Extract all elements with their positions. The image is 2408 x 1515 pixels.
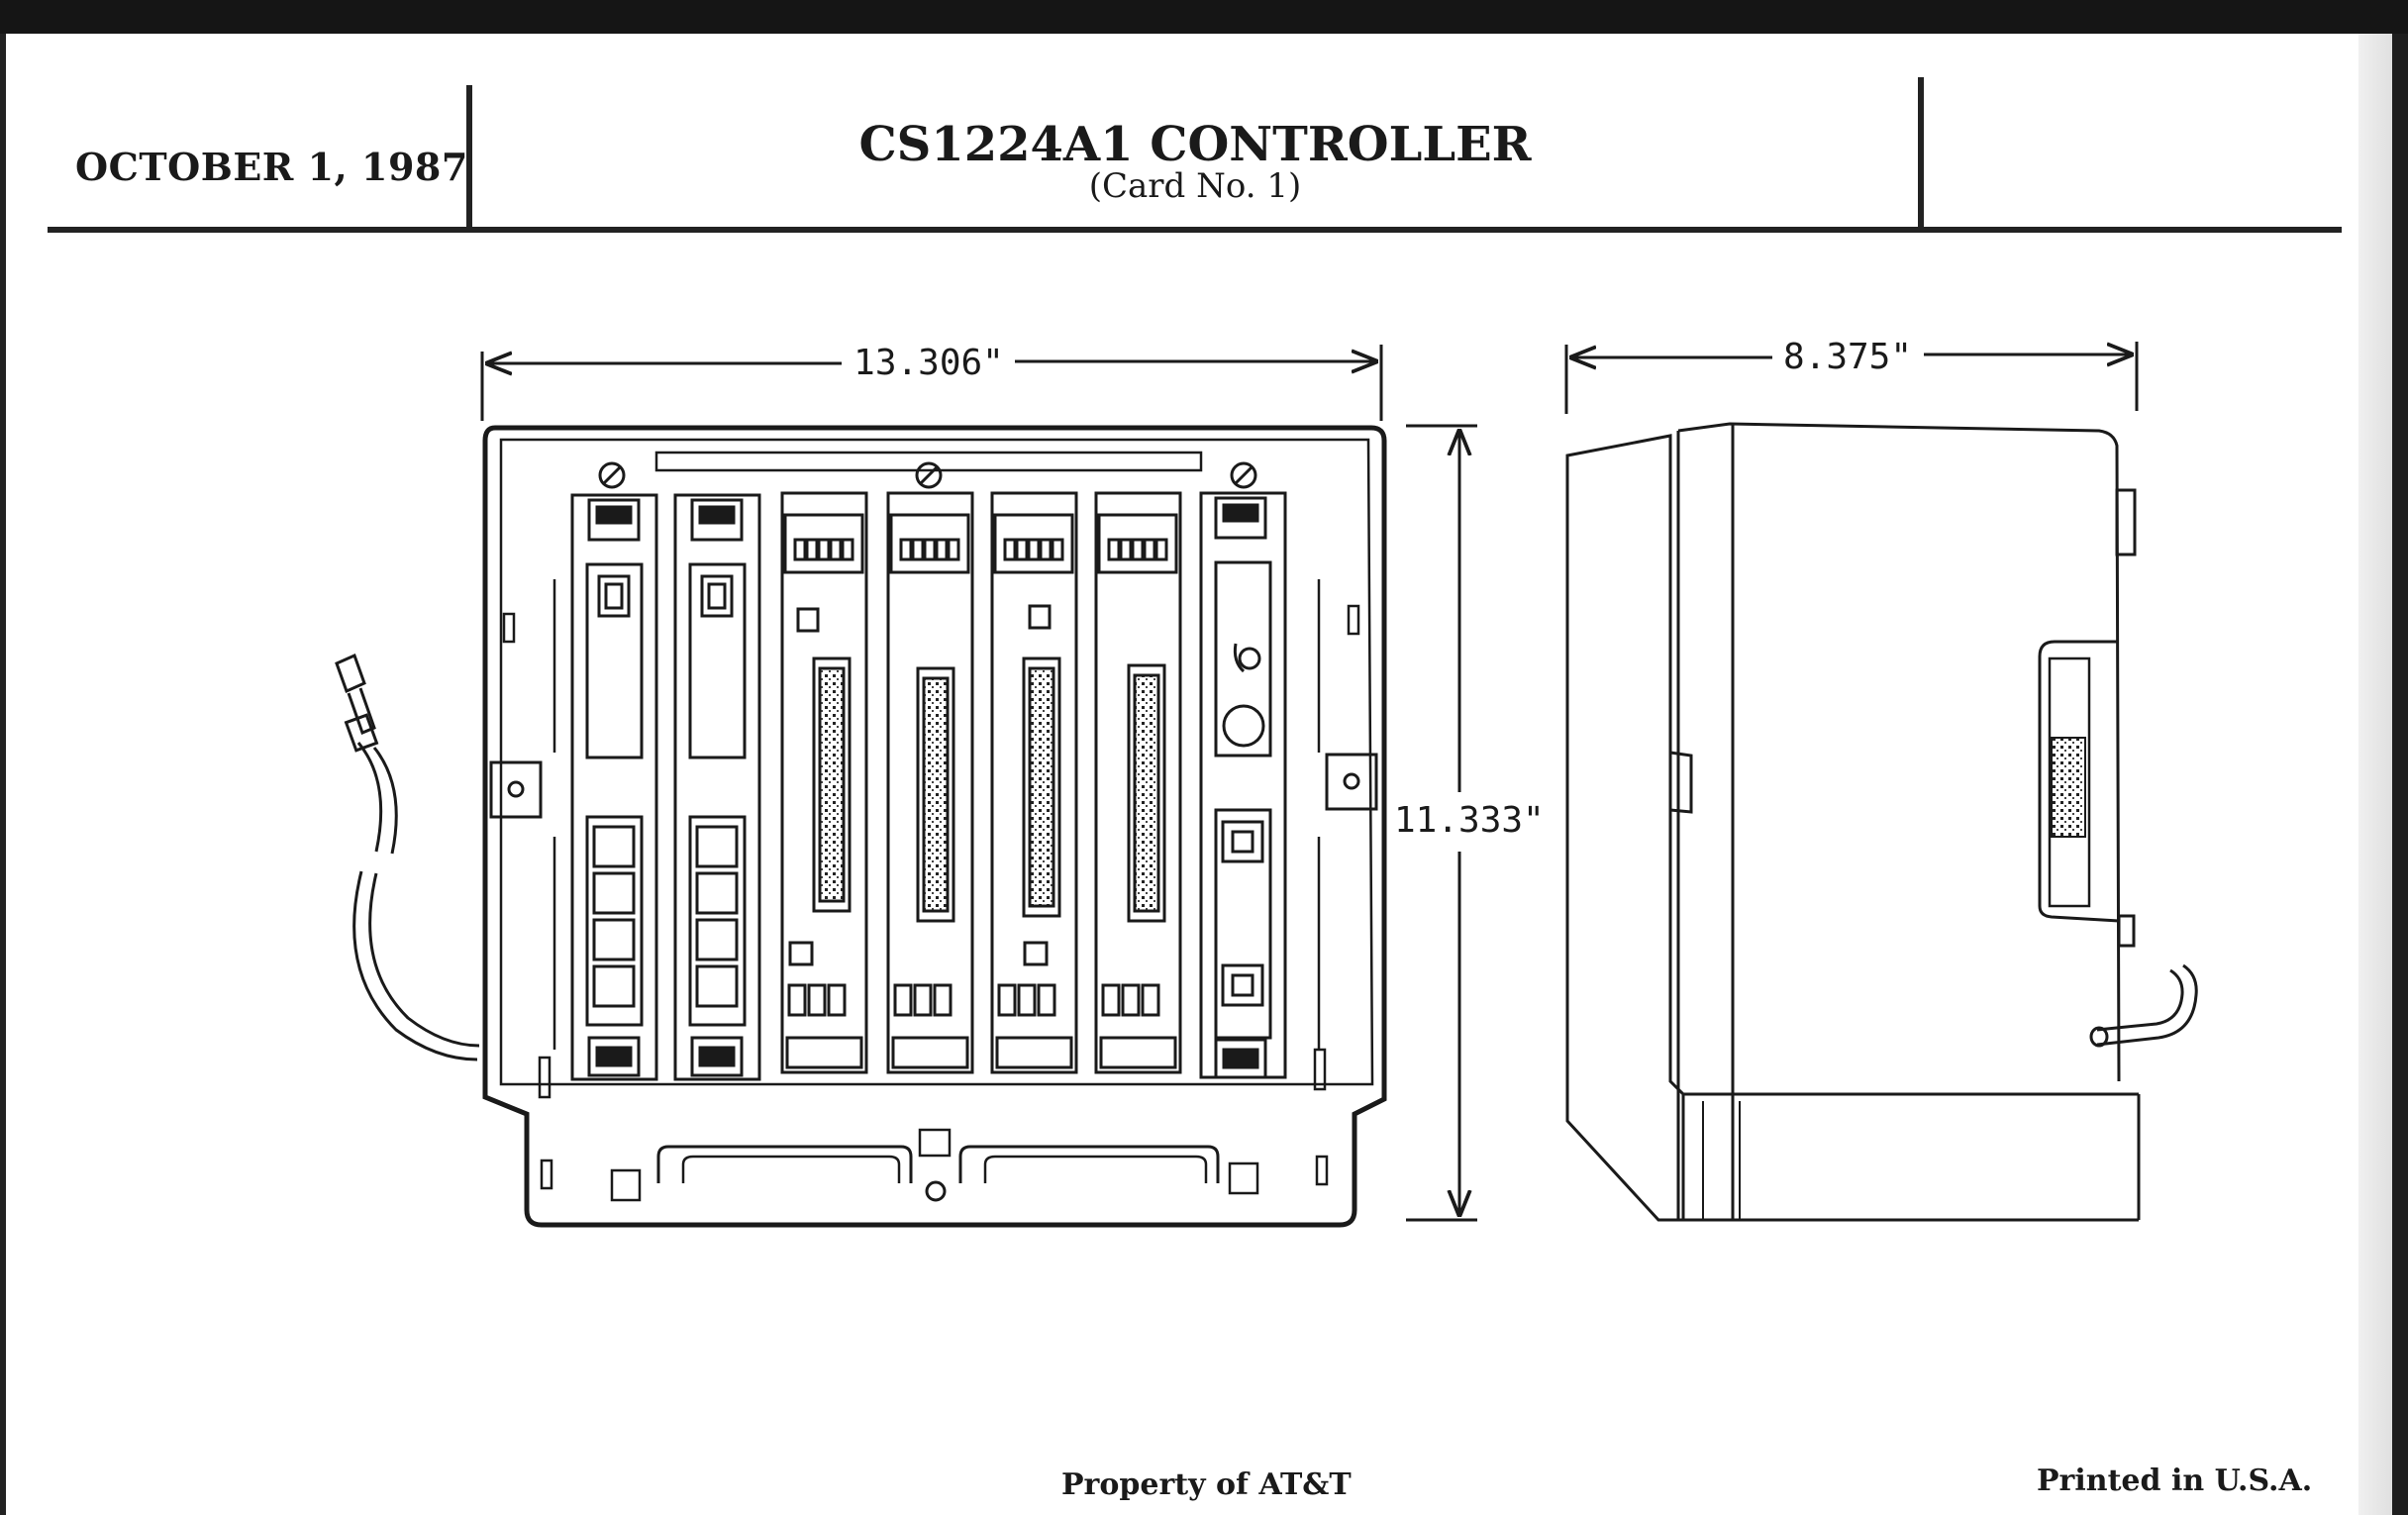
screw-icon [1230,461,1257,489]
circuit-card-5 [990,491,1078,1074]
document-title: CS1224A1 CONTROLLER [858,117,1532,172]
circuit-card-2 [673,493,761,1081]
front-width-label: 13.306" [853,343,1004,383]
screw-icon [915,461,943,489]
circuit-card-6 [1094,491,1182,1074]
footer-property: Property of AT&T [1061,1467,1352,1502]
footer-printed: Printed in U.S.A. [2037,1464,2313,1498]
circuit-card-7 [1199,491,1287,1079]
left-scan-border [0,34,6,1515]
cabinet-side-view [1565,422,2198,1222]
header-divider-left [466,85,472,232]
document-subtitle: (Card No. 1) [1088,166,1302,206]
side-depth-dimension [1564,342,2139,414]
side-depth-label: 8.375" [1783,337,1912,377]
front-width-dimension [480,345,1383,421]
screw-icon [598,461,626,489]
circuit-card-3 [780,491,868,1074]
height-label: 11.333" [1394,800,1545,841]
cabinet-front-view [482,425,1387,1228]
right-scan-border [2392,34,2408,1515]
header-rule [48,227,2342,233]
circuit-card-1 [570,493,658,1081]
top-scan-border [0,0,2408,34]
power-cord [335,653,480,1061]
height-dimension [1406,424,1477,1222]
circuit-card-4 [886,491,974,1074]
document-date: OCTOBER 1, 1987 [75,145,468,189]
header-divider-right [1918,77,1924,232]
